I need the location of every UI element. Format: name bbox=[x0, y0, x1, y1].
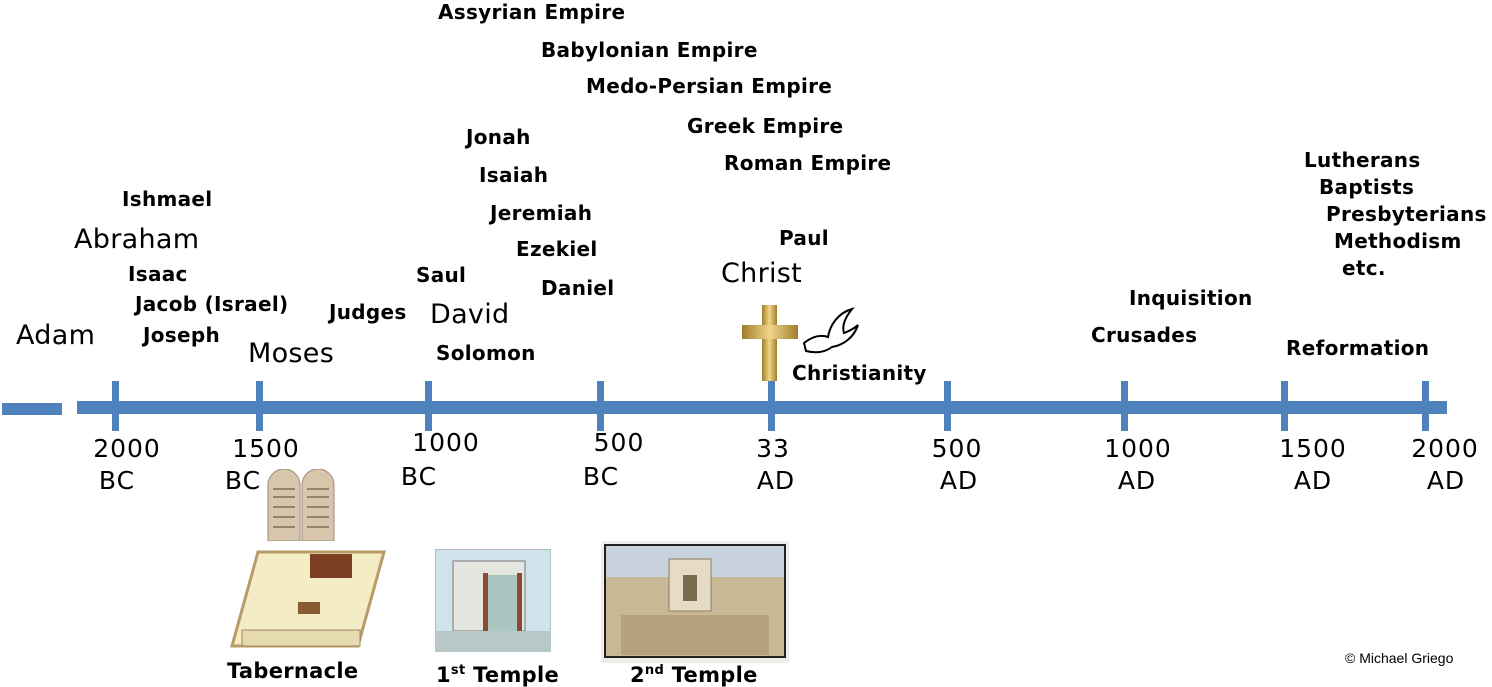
tick-2000ad bbox=[1422, 381, 1429, 431]
timeline-dash bbox=[2, 403, 62, 415]
tick-label-year: 500 bbox=[593, 428, 645, 457]
label-first-temple: 1st Temple bbox=[436, 659, 559, 687]
tick-500bc bbox=[597, 381, 604, 431]
tick-label-era: AD bbox=[1117, 466, 1157, 495]
label-abraham: Abraham bbox=[74, 224, 200, 255]
label-daniel: Daniel bbox=[541, 276, 615, 300]
tick-1500bc bbox=[256, 381, 263, 431]
label-greek-empire: Greek Empire bbox=[687, 114, 844, 138]
label-david: David bbox=[430, 299, 510, 330]
tick-label-year: 1500 bbox=[232, 434, 300, 463]
label-christianity: Christianity bbox=[792, 361, 927, 385]
label-christ: Christ bbox=[721, 258, 803, 289]
second-temple-text: Temple bbox=[664, 663, 758, 687]
label-isaac: Isaac bbox=[128, 262, 188, 286]
label-paul: Paul bbox=[779, 226, 829, 250]
dove-icon bbox=[802, 307, 859, 354]
tick-1500ad bbox=[1281, 381, 1288, 431]
cross-icon bbox=[742, 305, 798, 381]
label-medo-persian-empire: Medo-Persian Empire bbox=[586, 74, 833, 98]
label-presbyterians: Presbyterians bbox=[1326, 202, 1487, 226]
label-adam: Adam bbox=[16, 320, 96, 351]
tick-2000bc bbox=[112, 381, 119, 431]
tick-label-era: BC bbox=[98, 466, 136, 495]
first-temple-text: Temple bbox=[465, 663, 560, 687]
tick-label-year: 500 bbox=[931, 434, 983, 463]
second-temple-suffix: nd bbox=[644, 663, 665, 678]
second-temple-number: 2 bbox=[630, 663, 645, 687]
first-temple-suffix: st bbox=[450, 663, 466, 678]
label-ezekiel: Ezekiel bbox=[516, 237, 598, 261]
tick-label-era: AD bbox=[939, 466, 979, 495]
tick-label-era: AD bbox=[756, 466, 796, 495]
label-crusades: Crusades bbox=[1091, 323, 1198, 347]
tick-500ad bbox=[944, 381, 951, 431]
tick-label-era: BC bbox=[400, 462, 438, 491]
tick-1000bc bbox=[425, 381, 432, 431]
label-isaiah: Isaiah bbox=[479, 163, 549, 187]
label-ishmael: Ishmael bbox=[122, 187, 213, 211]
label-etc: etc. bbox=[1342, 256, 1386, 280]
tick-label-era: BC bbox=[224, 466, 262, 495]
label-judges: Judges bbox=[329, 300, 407, 324]
label-tabernacle: Tabernacle bbox=[227, 659, 359, 683]
first-temple-image bbox=[435, 549, 551, 652]
tick-label-year: 1000 bbox=[1104, 434, 1172, 463]
label-second-temple: 2nd Temple bbox=[630, 659, 758, 687]
tick-label-year: 1000 bbox=[412, 428, 480, 457]
tick-label-year: 1500 bbox=[1279, 434, 1347, 463]
label-roman-empire: Roman Empire bbox=[724, 151, 892, 175]
label-babylonian-empire: Babylonian Empire bbox=[541, 38, 758, 62]
label-methodism: Methodism bbox=[1334, 229, 1462, 253]
label-jonah: Jonah bbox=[466, 125, 531, 149]
tick-1000ad bbox=[1121, 381, 1128, 431]
label-assyrian-empire: Assyrian Empire bbox=[438, 0, 626, 24]
label-jeremiah: Jeremiah bbox=[490, 201, 593, 225]
label-baptists: Baptists bbox=[1319, 175, 1415, 199]
label-inquisition: Inquisition bbox=[1129, 286, 1253, 310]
label-solomon: Solomon bbox=[436, 341, 536, 365]
tick-label-year: 2000 bbox=[93, 434, 161, 463]
label-lutherans: Lutherans bbox=[1304, 148, 1421, 172]
label-reformation: Reformation bbox=[1286, 336, 1430, 360]
label-joseph: Joseph bbox=[143, 323, 221, 347]
tabernacle-image bbox=[230, 550, 386, 648]
second-temple-image bbox=[601, 541, 789, 663]
ten-commandments-tablets-image bbox=[267, 469, 335, 541]
tick-label-year: 2000 bbox=[1411, 434, 1479, 463]
label-saul: Saul bbox=[416, 263, 467, 287]
first-temple-number: 1 bbox=[436, 663, 451, 687]
tick-label-year: 33 bbox=[756, 434, 790, 463]
label-moses: Moses bbox=[248, 338, 335, 369]
tick-label-era: AD bbox=[1426, 466, 1466, 495]
tick-label-era: AD bbox=[1293, 466, 1333, 495]
label-jacob: Jacob (Israel) bbox=[135, 292, 289, 316]
tick-label-era: BC bbox=[582, 462, 620, 491]
copyright-notice: © Michael Griego bbox=[1345, 650, 1454, 666]
timeline-axis bbox=[77, 401, 1447, 414]
tick-33ad bbox=[768, 381, 775, 431]
